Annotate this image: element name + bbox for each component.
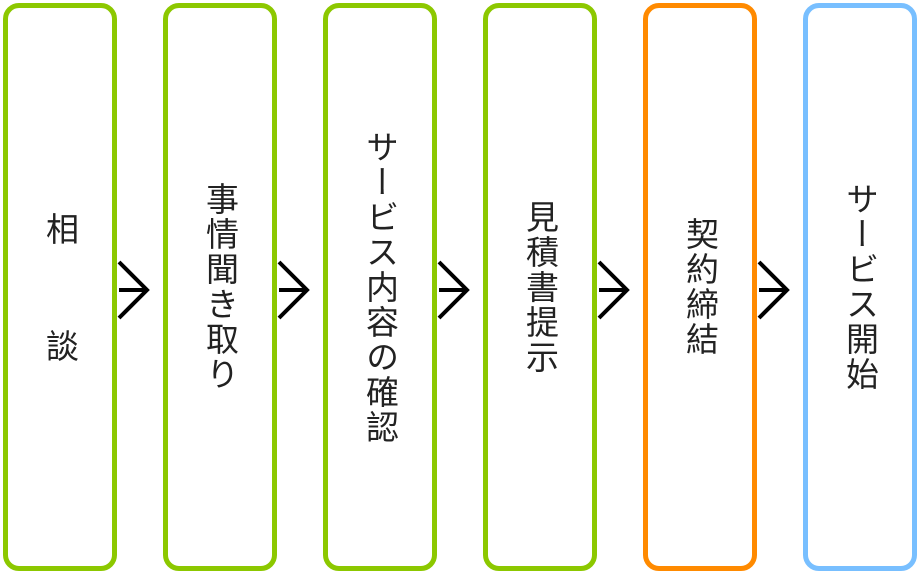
step-label: 契約締結: [680, 217, 720, 357]
step-label: 相談: [40, 212, 80, 446]
step-box: 契約締結: [643, 3, 757, 571]
step-label: 事情聞き取り: [200, 182, 240, 392]
arrow-right-icon: [597, 260, 630, 320]
arrow-right-icon: [277, 260, 310, 320]
step-label: サービス内容の確認: [360, 129, 400, 445]
step-box: サービス開始: [803, 3, 917, 571]
step-label: サービス開始: [840, 182, 880, 392]
step-box: サービス内容の確認: [323, 3, 437, 571]
arrow-right-icon: [117, 260, 150, 320]
arrow-right-icon: [757, 260, 790, 320]
step-box: 事情聞き取り: [163, 3, 277, 571]
step-label: 見積書提示: [520, 199, 560, 375]
arrow-right-icon: [437, 260, 470, 320]
step-box: 相談: [3, 3, 117, 571]
step-box: 見積書提示: [483, 3, 597, 571]
